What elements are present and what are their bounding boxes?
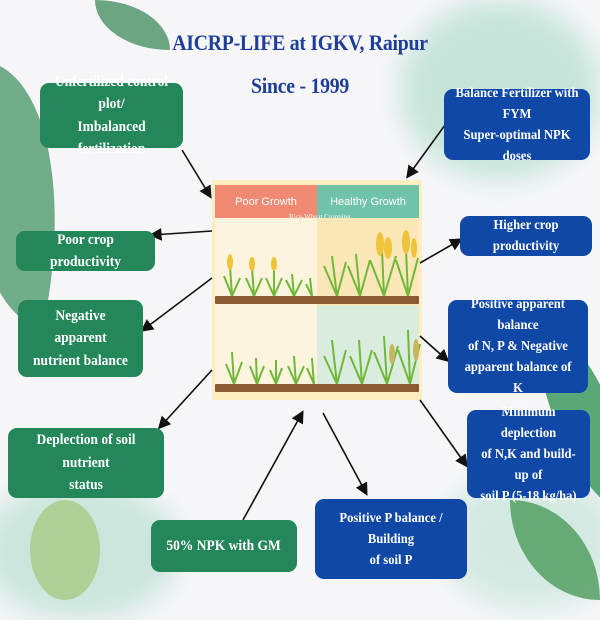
soil-strip-top [215,296,419,304]
page-title: AICRP-LIFE at IGKV, Raipur [172,30,428,55]
rice-wheat-caption: Rice-Wheat Cropping [289,213,351,221]
healthy-growth-header: Healthy Growth [317,185,419,218]
soil-strip-bottom [215,384,419,392]
box-50-npk-with-gm: 50% NPK with GM [151,520,297,572]
box-unfertilized-control: Unfertilized control plot/Imbalanced fer… [40,74,183,157]
box-higher-crop-productivity: Higher crop productivity [460,216,592,256]
poor-growth-header: Poor Growth [215,185,317,218]
crop-growth-comparison-panel: Poor Growth Healthy Growth Rice-Wheat Cr… [212,180,422,400]
crop-plants-illustration [223,230,421,385]
page-subtitle: Since - 1999 [251,73,349,98]
eucalyptus-leaves-bottom-left [30,500,100,600]
box-poor-crop-productivity: Poor crop productivity [16,231,155,271]
